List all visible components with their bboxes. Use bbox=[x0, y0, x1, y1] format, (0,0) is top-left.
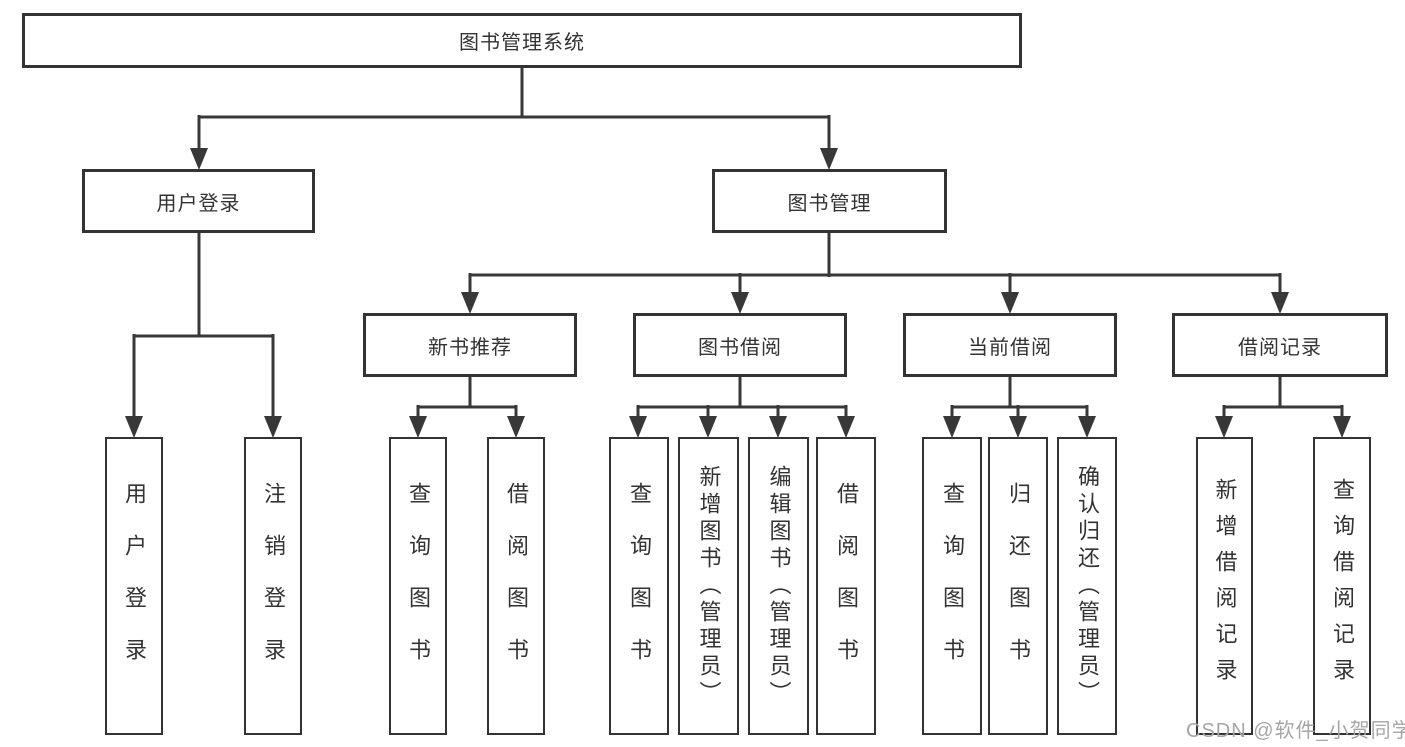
watermark: CSDN @软件_小贺同学 bbox=[1186, 720, 1405, 742]
leaf-edit-book-admin-label: 编辑图书（管理员） bbox=[766, 464, 792, 708]
leaf-borrow-books-recommend: 借阅图书 bbox=[487, 437, 545, 735]
node-book-borrowing: 图书借阅 bbox=[633, 313, 847, 377]
leaf-query-books-borrowing: 查询图书 bbox=[609, 437, 669, 735]
leaf-confirm-return-admin-label: 确认归还（管理员） bbox=[1075, 464, 1100, 708]
node-library-system-label: 图书管理系统 bbox=[459, 32, 585, 54]
leaf-user-login: 用户登录 bbox=[105, 437, 163, 735]
leaf-borrow-books-borrowing: 借阅图书 bbox=[816, 437, 876, 735]
leaf-logout: 注销登录 bbox=[244, 437, 302, 735]
leaf-confirm-return-admin: 确认归还（管理员） bbox=[1057, 437, 1117, 735]
leaf-borrow-books-borrowing-label: 借阅图书 bbox=[834, 482, 859, 690]
node-user-login-label: 用户登录 bbox=[156, 192, 241, 215]
leaf-return-book-label: 归还图书 bbox=[1006, 482, 1031, 690]
leaf-add-borrow-record: 新增借阅记录 bbox=[1196, 437, 1253, 735]
node-book-management-label: 图书管理 bbox=[787, 192, 872, 215]
node-book-management: 图书管理 bbox=[712, 169, 947, 233]
node-current-borrowing: 当前借阅 bbox=[903, 313, 1117, 377]
leaf-user-login-label: 用户登录 bbox=[122, 482, 147, 690]
node-current-borrowing-label: 当前借阅 bbox=[968, 336, 1052, 359]
leaf-edit-book-admin: 编辑图书（管理员） bbox=[748, 437, 809, 735]
node-book-borrowing-label: 图书借阅 bbox=[698, 336, 782, 359]
node-borrowing-records-label: 借阅记录 bbox=[1238, 336, 1322, 359]
leaf-add-book-admin-label: 新增图书（管理员） bbox=[696, 464, 722, 708]
leaf-add-book-admin: 新增图书（管理员） bbox=[678, 437, 739, 735]
node-borrowing-records: 借阅记录 bbox=[1172, 313, 1388, 377]
leaf-logout-label: 注销登录 bbox=[261, 482, 286, 690]
leaf-query-books-borrowing-label: 查询图书 bbox=[627, 482, 652, 690]
leaf-borrow-books-recommend-label: 借阅图书 bbox=[504, 482, 529, 690]
leaf-query-borrow-record: 查询借阅记录 bbox=[1313, 437, 1371, 735]
node-user-login: 用户登录 bbox=[82, 169, 315, 233]
node-library-system: 图书管理系统 bbox=[22, 13, 1022, 68]
node-new-book-recommend-label: 新书推荐 bbox=[428, 336, 512, 359]
leaf-query-books-recommend-label: 查询图书 bbox=[406, 482, 431, 690]
leaf-return-book: 归还图书 bbox=[988, 437, 1048, 735]
leaf-add-borrow-record-label: 新增借阅记录 bbox=[1212, 478, 1238, 694]
node-new-book-recommend: 新书推荐 bbox=[363, 313, 577, 377]
leaf-query-books-current: 查询图书 bbox=[922, 437, 982, 735]
leaf-query-borrow-record-label: 查询借阅记录 bbox=[1330, 478, 1355, 694]
leaf-query-books-current-label: 查询图书 bbox=[940, 482, 965, 690]
leaf-query-books-recommend: 查询图书 bbox=[389, 437, 447, 735]
